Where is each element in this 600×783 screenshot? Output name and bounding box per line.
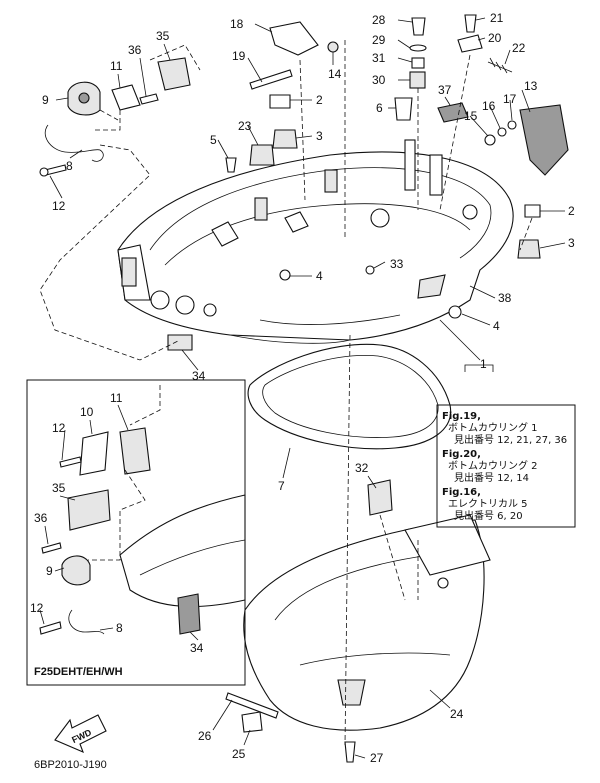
callout-12: 12 <box>30 601 44 615</box>
callout-19: 19 <box>232 49 246 63</box>
callout-30: 30 <box>372 73 386 87</box>
callout-9: 9 <box>42 93 49 107</box>
cross-reference-box: Fig.19, ボトムカウリング 1 見出番号 12, 21, 27, 36 F… <box>436 404 576 528</box>
callout-10: 10 <box>80 405 94 419</box>
callout-7: 7 <box>278 479 285 493</box>
callout-8: 8 <box>116 621 123 635</box>
ref-line: 見出番号 6, 20 <box>454 509 523 522</box>
ref-line: 見出番号 12, 21, 27, 36 <box>454 433 567 446</box>
callout-11: 11 <box>110 59 123 73</box>
callout-4: 4 <box>316 269 323 283</box>
callout-32: 32 <box>355 461 369 475</box>
callout-3: 3 <box>568 236 575 250</box>
callout-38: 38 <box>498 291 512 305</box>
callout-13: 13 <box>524 79 538 93</box>
callout-23: 23 <box>238 119 252 133</box>
ref-line: ボトムカウリング 1 <box>448 421 538 434</box>
callout-15: 15 <box>464 109 478 123</box>
callout-1: 1 <box>480 357 487 371</box>
callout-5: 5 <box>210 133 217 147</box>
assembly-lines <box>39 40 533 746</box>
callout-28: 28 <box>372 13 386 27</box>
callout-20: 20 <box>488 31 502 45</box>
callout-4: 4 <box>493 319 500 333</box>
callout-37: 37 <box>438 83 452 97</box>
callout-26: 26 <box>198 729 212 743</box>
callout-36: 36 <box>128 43 142 57</box>
callout-14: 14 <box>328 67 342 81</box>
callout-34: 34 <box>190 641 204 655</box>
callout-9: 9 <box>46 564 53 578</box>
callout-25: 25 <box>232 747 246 761</box>
ref-line: ボトムカウリング 2 <box>448 459 538 472</box>
fwd-arrow: FWD <box>54 714 107 754</box>
callout-16: 16 <box>482 99 496 113</box>
callout-31: 31 <box>372 51 386 65</box>
callout-29: 29 <box>372 33 386 47</box>
ref-line: Fig.20, <box>442 449 481 460</box>
callout-35: 35 <box>52 481 66 495</box>
callout-22: 22 <box>512 41 526 55</box>
ref-line: 見出番号 12, 14 <box>454 471 529 484</box>
callout-6: 6 <box>376 101 383 115</box>
inset-model-label: F25DEHT/EH/WH <box>34 666 123 678</box>
callout-18: 18 <box>230 17 244 31</box>
ref-line: Fig.16, <box>442 487 481 498</box>
callout-33: 33 <box>390 257 404 271</box>
bottom-cowling <box>117 139 514 344</box>
callout-12: 12 <box>52 421 66 435</box>
callout-17: 17 <box>503 92 517 106</box>
leader-lines <box>39 17 566 759</box>
callout-36: 36 <box>34 511 48 525</box>
lower-cowling <box>243 514 491 731</box>
figure-code: 6BP2010-J190 <box>34 759 107 771</box>
callout-24: 24 <box>450 707 464 721</box>
ref-line: エレクトリカル 5 <box>448 498 528 510</box>
callout-labels: 1 2 2 3 3 4 4 5 6 7 8 8 9 9 10 11 11 12 … <box>30 11 575 765</box>
callout-3: 3 <box>316 129 323 143</box>
ref-line: Fig.19, <box>442 411 481 422</box>
callout-27: 27 <box>370 751 384 765</box>
callout-8: 8 <box>66 159 73 173</box>
callout-11: 11 <box>110 391 123 405</box>
callout-12: 12 <box>52 199 66 213</box>
inset-panel <box>26 379 246 686</box>
callout-21: 21 <box>490 11 504 25</box>
callout-35: 35 <box>156 29 170 43</box>
cowling-gasket <box>247 343 452 450</box>
callout-34: 34 <box>192 369 206 383</box>
callout-2: 2 <box>568 204 575 218</box>
callout-2: 2 <box>316 93 323 107</box>
small-parts <box>39 14 569 763</box>
